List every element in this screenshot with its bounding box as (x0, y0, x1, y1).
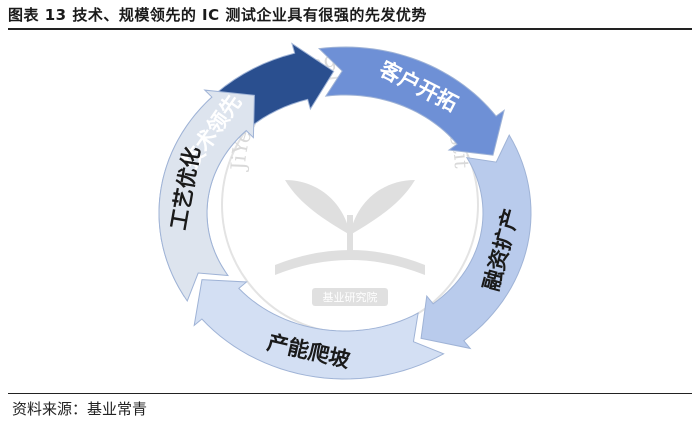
bottom-rule (8, 393, 692, 394)
cycle-arrows (158, 42, 532, 380)
cycle-diagram: JiYeChangQing Economics Institute 基业研究院 … (0, 30, 532, 380)
capacity-ramp-arrow (193, 279, 445, 380)
customer-expansion-arrow (318, 46, 505, 156)
process-optimization-arrow (158, 89, 255, 303)
seal-text: 基业研究院 (323, 290, 378, 304)
financing-expansion-arrow (420, 133, 532, 350)
source-note: 资料来源：基业常青 (12, 400, 148, 418)
figure-title: 图表 13 技术、规模领先的 IC 测试企业具有很强的先发优势 (8, 6, 427, 24)
top-rule (8, 28, 692, 30)
sprout-logo (275, 180, 425, 275)
seal-stamp (312, 288, 388, 306)
